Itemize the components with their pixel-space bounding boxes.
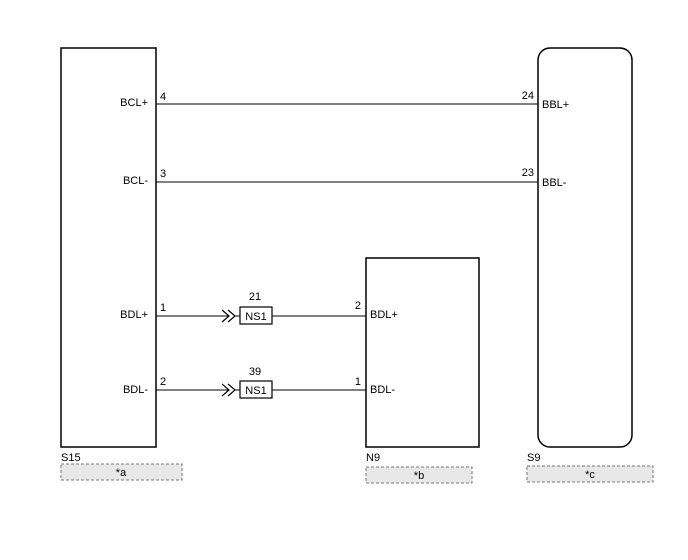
s9-ref-box [526, 465, 654, 483]
s9-pin-label-bbl-minus: BBL- [542, 177, 567, 189]
s15-name: S15 [61, 452, 81, 464]
splice-number-21: 21 [249, 291, 261, 303]
component-s15: BCL+ BCL- BDL+ BDL- 4 3 1 2 S15 *a [60, 47, 183, 481]
n9-pin-label-bdl-plus: BDL+ [370, 309, 398, 321]
s15-pin-label-bdl-minus: BDL- [123, 384, 148, 396]
wire-bdl-minus: NS1 39 [156, 366, 366, 399]
n9-ref-box [365, 466, 473, 484]
splice-ns1-label: NS1 [245, 311, 266, 323]
s9-pin-label-bbl-plus: BBL+ [542, 99, 569, 111]
s15-pin-number-3: 3 [160, 168, 166, 180]
wire-bdl-plus: NS1 21 [156, 291, 366, 325]
s9-box [537, 47, 633, 448]
s9-pin-number-23: 23 [522, 167, 534, 179]
connector-chevron [221, 309, 230, 323]
s9-ref-label: *c [585, 469, 595, 481]
component-n9: BDL+ BDL- 2 1 N9 *b [355, 257, 480, 484]
s15-ref-label: *a [116, 467, 127, 479]
n9-pin-label-bdl-minus: BDL- [370, 384, 395, 396]
s15-pin-number-4: 4 [160, 91, 166, 103]
s15-pin-label-bcl-minus: BCL- [123, 175, 148, 187]
s15-pin-label-bdl-plus: BDL+ [120, 309, 148, 321]
n9-name: N9 [366, 452, 380, 464]
s15-box [60, 47, 157, 448]
splice-ns1-label: NS1 [245, 385, 266, 397]
s9-name: S9 [527, 452, 540, 464]
n9-box [365, 257, 480, 448]
connector-chevron [221, 383, 230, 397]
s15-pin-number-1: 1 [160, 302, 166, 314]
s15-ref-box [60, 463, 183, 481]
n9-pin-number-2: 2 [355, 300, 361, 312]
splice-number-39: 39 [249, 366, 261, 378]
n9-ref-label: *b [414, 470, 424, 482]
s9-pin-number-24: 24 [522, 90, 534, 102]
component-s9: BBL+ BBL- 24 23 S9 *c [522, 47, 654, 483]
s15-pin-label-bcl-plus: BCL+ [120, 97, 148, 109]
s15-pin-number-2: 2 [160, 376, 166, 388]
n9-pin-number-1: 1 [355, 376, 361, 388]
